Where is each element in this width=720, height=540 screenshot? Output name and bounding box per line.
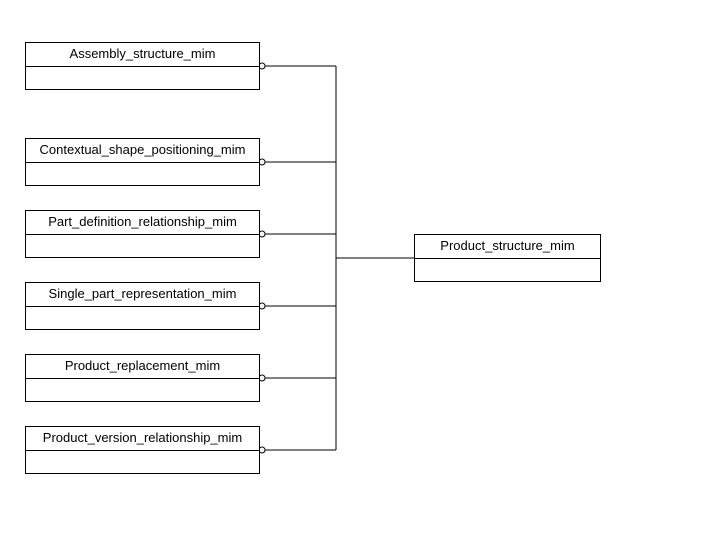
entity-title: Product_version_relationship_mim (26, 427, 259, 451)
entity-body (26, 379, 259, 401)
entity-part-definition-relationship-mim[interactable]: Part_definition_relationship_mim (25, 210, 260, 258)
entity-body (415, 259, 600, 281)
entity-title: Single_part_representation_mim (26, 283, 259, 307)
entity-body (26, 307, 259, 329)
entity-title: Product_replacement_mim (26, 355, 259, 379)
entity-assembly-structure-mim[interactable]: Assembly_structure_mim (25, 42, 260, 90)
entity-body (26, 235, 259, 257)
entity-body (26, 451, 259, 473)
entity-body (26, 163, 259, 185)
entity-body (26, 67, 259, 89)
entity-title: Product_structure_mim (415, 235, 600, 259)
entity-contextual-shape-positioning-mim[interactable]: Contextual_shape_positioning_mim (25, 138, 260, 186)
entity-title: Assembly_structure_mim (26, 43, 259, 67)
entity-title: Part_definition_relationship_mim (26, 211, 259, 235)
entity-single-part-representation-mim[interactable]: Single_part_representation_mim (25, 282, 260, 330)
entity-title: Contextual_shape_positioning_mim (26, 139, 259, 163)
entity-product-replacement-mim[interactable]: Product_replacement_mim (25, 354, 260, 402)
entity-product-version-relationship-mim[interactable]: Product_version_relationship_mim (25, 426, 260, 474)
entity-product-structure-mim[interactable]: Product_structure_mim (414, 234, 601, 282)
